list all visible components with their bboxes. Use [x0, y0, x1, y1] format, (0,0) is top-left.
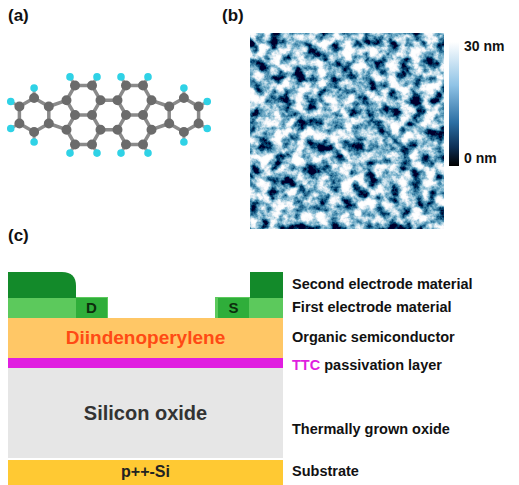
panel-letter: (b)	[222, 6, 244, 26]
first-electrode-left	[8, 297, 108, 318]
layer-name: Thermally grown oxide	[292, 421, 450, 438]
layer-label: p++-Si	[121, 463, 170, 481]
layer-name: Organic semiconductor	[292, 329, 455, 346]
panel-letter: (a)	[8, 6, 29, 26]
second-electrode-left	[8, 272, 76, 298]
carbon-atoms	[14, 81, 203, 150]
organic-layer: Diindenoperylene	[8, 318, 283, 358]
layer-label: Diindenoperylene	[66, 327, 225, 349]
layer-name: Second electrode material	[292, 276, 473, 293]
oxide-layer: Silicon oxide	[8, 368, 283, 458]
molecule	[7, 73, 211, 157]
ch-bonds	[11, 77, 208, 153]
scale-label: 30 nm	[464, 38, 504, 55]
layer-name-line: TTCpassivation layer	[292, 355, 442, 374]
layer-name: Substrate	[292, 463, 359, 480]
first-electrode-right	[215, 297, 283, 318]
drain-electrode: D	[76, 298, 107, 318]
layer-name: TTC	[292, 357, 320, 373]
layer-name: passivation layer	[324, 357, 442, 373]
substrate-layer: p++-Si	[8, 460, 283, 485]
ttc-layer	[8, 358, 283, 368]
scale-label: 0 nm	[464, 150, 497, 167]
layer-name: First electrode material	[292, 299, 452, 316]
layer-label: D	[86, 299, 97, 316]
cc-bonds	[19, 86, 198, 145]
hydrogen-atoms	[7, 73, 211, 157]
layer-label: S	[228, 299, 238, 316]
second-electrode-right	[250, 272, 283, 298]
panel-letter: (c)	[8, 226, 29, 246]
layer-label: Silicon oxide	[84, 402, 207, 425]
afm-image	[250, 33, 444, 229]
color-bar	[449, 42, 459, 166]
source-electrode: S	[218, 298, 249, 318]
